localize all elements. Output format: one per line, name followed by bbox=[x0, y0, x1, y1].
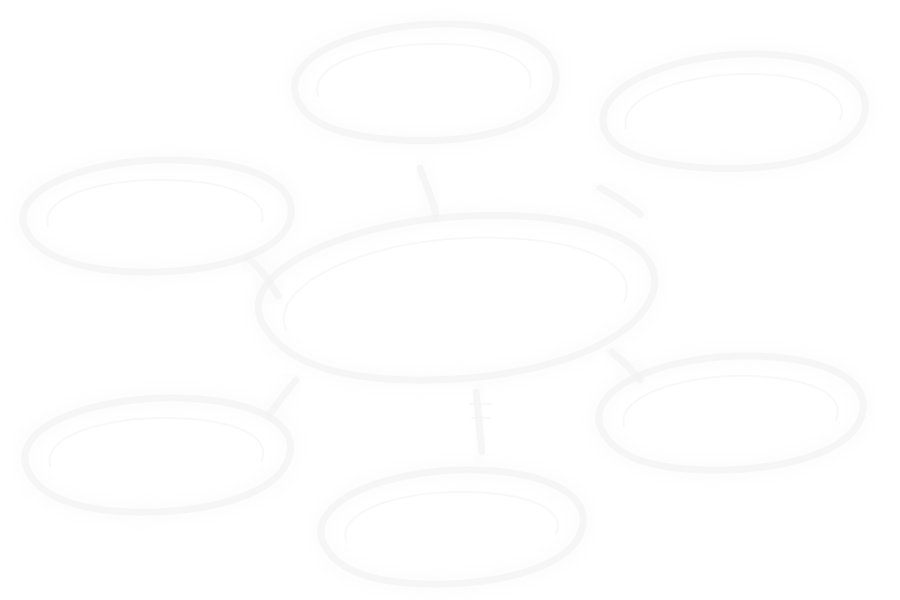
top-loop bbox=[281, 10, 570, 154]
upper-left-loop bbox=[9, 146, 305, 286]
bottom-loop bbox=[307, 456, 597, 598]
connector-central-to-bottom bbox=[463, 379, 495, 465]
central-loop bbox=[245, 202, 668, 394]
lower-left-loop bbox=[11, 384, 304, 526]
connector-central-to-top-right bbox=[587, 175, 653, 227]
top-right-loop bbox=[590, 40, 879, 182]
lower-right-loop bbox=[585, 342, 877, 484]
